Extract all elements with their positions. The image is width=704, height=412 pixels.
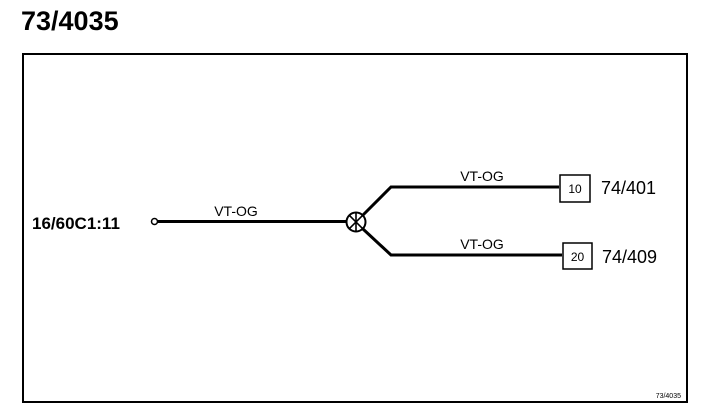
connector-label-1: 74/401	[601, 178, 656, 198]
page-title: 73/4035	[21, 6, 119, 36]
connector-pin-box-1	[559, 174, 591, 203]
diagram-frame	[22, 53, 688, 403]
connector-pin-box-2	[562, 242, 593, 270]
connector-pin-2: 20	[571, 250, 585, 264]
lower-branch-wire	[361, 227, 562, 257]
connector-pin-1: 10	[568, 182, 582, 196]
upper-wire-label: VT-OG	[460, 168, 504, 184]
splice-junction	[345, 211, 367, 233]
connector-label-2: 74/409	[602, 247, 657, 267]
footer-reference: 73/4035	[656, 393, 681, 400]
lower-wire-label: VT-OG	[460, 236, 504, 252]
source-label: 16/60C1:11	[32, 214, 120, 233]
main-wire-label: VT-OG	[214, 203, 258, 219]
upper-branch-wire	[361, 185, 559, 217]
source-terminal	[150, 217, 159, 226]
